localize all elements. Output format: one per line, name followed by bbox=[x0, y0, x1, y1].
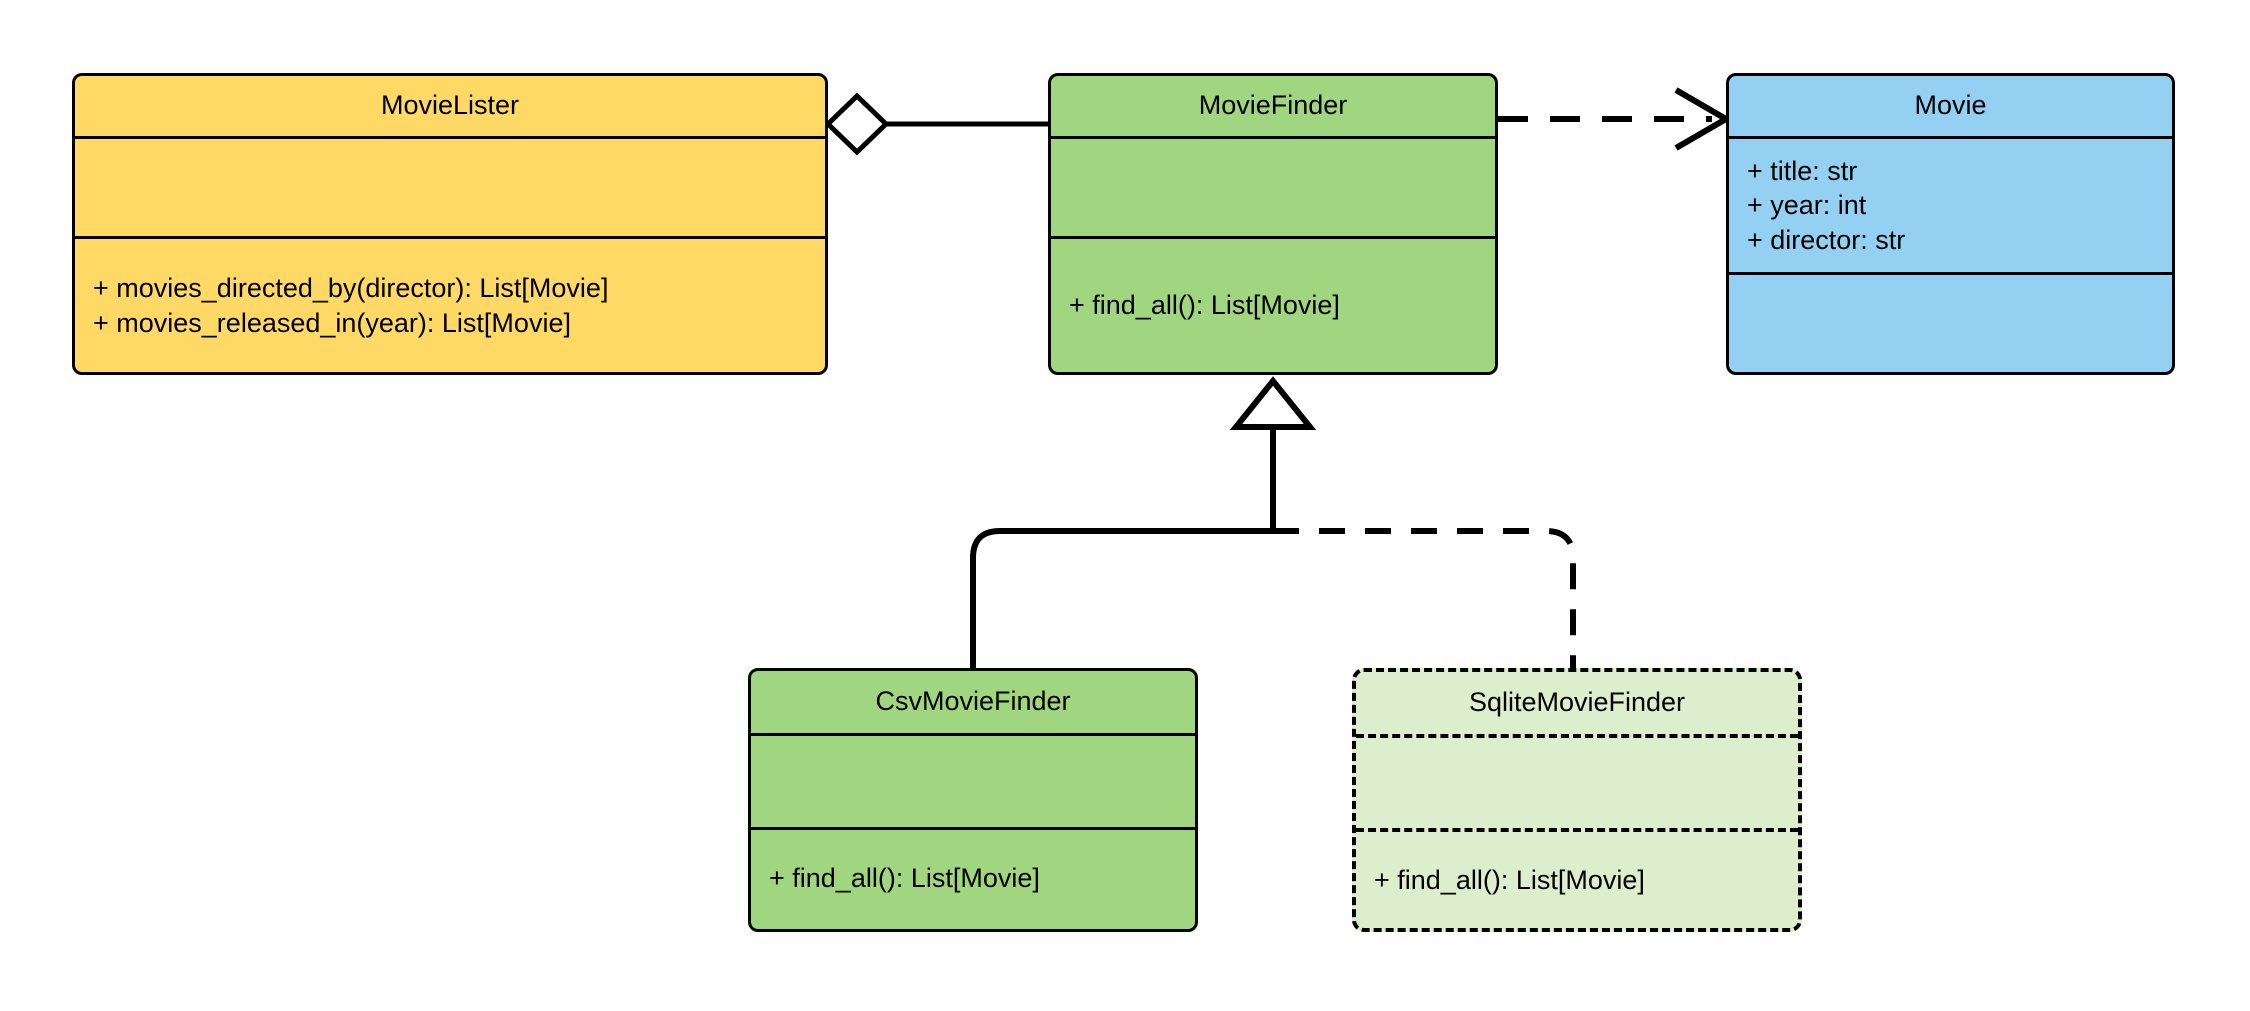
class-name-movie: Movie bbox=[1914, 90, 1987, 121]
method-item: + find_all(): List[Movie] bbox=[769, 863, 1040, 894]
edge-generalization-trunk bbox=[1229, 376, 1317, 531]
edge-aggregation-lister-finder bbox=[824, 92, 1048, 156]
class-attributes-compartment bbox=[1356, 734, 1798, 828]
method-item: + find_all(): List[Movie] bbox=[1069, 290, 1340, 321]
class-name-movie-finder: MovieFinder bbox=[1198, 90, 1348, 121]
attribute-item: + title: str bbox=[1747, 155, 1858, 186]
hollow-diamond-marker bbox=[824, 92, 890, 156]
class-methods-compartment: + find_all(): List[Movie] bbox=[751, 827, 1195, 927]
class-title-compartment: MovieFinder bbox=[1051, 76, 1495, 136]
class-box-sqlite-movie-finder[interactable]: SqliteMovieFinder + find_all(): List[Mov… bbox=[1352, 668, 1802, 932]
class-name-movie-lister: MovieLister bbox=[380, 90, 520, 121]
attribute-item: + year: int bbox=[1747, 190, 1867, 221]
open-arrow-marker bbox=[1674, 87, 1732, 151]
class-attributes-compartment bbox=[751, 733, 1195, 827]
class-title-compartment: CsvMovieFinder bbox=[751, 671, 1195, 733]
class-title-compartment: SqliteMovieFinder bbox=[1356, 672, 1798, 734]
generalization-branch-sqlite bbox=[1273, 528, 1576, 668]
class-name-csv-movie-finder: CsvMovieFinder bbox=[875, 686, 1071, 717]
class-attributes-compartment bbox=[1051, 136, 1495, 236]
class-attributes-compartment bbox=[75, 136, 825, 236]
class-methods-compartment bbox=[1729, 272, 2172, 372]
hollow-triangle-marker bbox=[1229, 376, 1317, 430]
class-title-compartment: MovieLister bbox=[75, 76, 825, 136]
class-methods-compartment: + find_all(): List[Movie] bbox=[1051, 236, 1495, 372]
class-title-compartment: Movie bbox=[1729, 76, 2172, 136]
class-attributes-compartment: + title: str + year: int + director: str bbox=[1729, 136, 2172, 272]
generalization-branch-csv bbox=[970, 528, 1273, 668]
class-box-movie-lister[interactable]: MovieLister + movies_directed_by(directo… bbox=[72, 73, 828, 375]
attribute-item: + director: str bbox=[1747, 224, 1906, 255]
method-item: + movies_released_in(year): List[Movie] bbox=[93, 307, 571, 338]
method-item: + find_all(): List[Movie] bbox=[1374, 864, 1645, 895]
class-methods-compartment: + find_all(): List[Movie] bbox=[1356, 828, 1798, 928]
method-item: + movies_directed_by(director): List[Mov… bbox=[93, 272, 609, 303]
class-name-sqlite-movie-finder: SqliteMovieFinder bbox=[1468, 687, 1686, 718]
class-box-csv-movie-finder[interactable]: CsvMovieFinder + find_all(): List[Movie] bbox=[748, 668, 1198, 932]
class-box-movie[interactable]: Movie + title: str + year: int + directo… bbox=[1726, 73, 2175, 375]
class-box-movie-finder[interactable]: MovieFinder + find_all(): List[Movie] bbox=[1048, 73, 1498, 375]
class-methods-compartment: + movies_directed_by(director): List[Mov… bbox=[75, 236, 825, 372]
edge-dependency-finder-movie bbox=[1498, 87, 1732, 151]
